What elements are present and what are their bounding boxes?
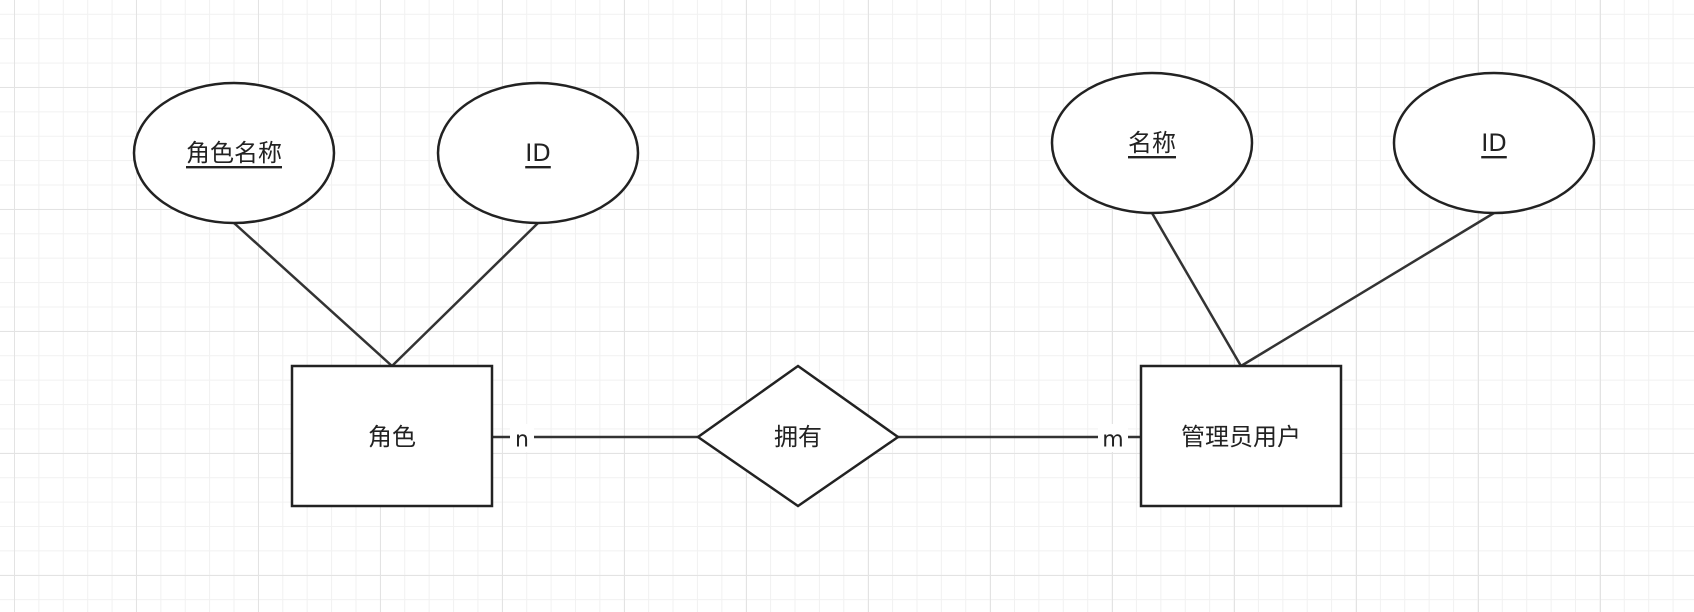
entity-role-label: 角色 — [368, 423, 416, 451]
attribute-admin-id-label: ID — [1481, 129, 1507, 157]
attribute-admin-name-label: 名称 — [1128, 129, 1176, 157]
edge-role-name-to-role — [233, 222, 393, 367]
relationship-owns-label: 拥有 — [774, 423, 822, 451]
entity-admin[interactable]: 管理员用户 — [1139, 364, 1343, 508]
attribute-role-name-label: 角色名称 — [186, 139, 282, 167]
attribute-role-name[interactable]: 角色名称 — [132, 81, 336, 225]
cardinality-n-label: n — [515, 428, 529, 453]
edge-role-id-to-role — [391, 222, 539, 367]
cardinality-admin-side: m — [1098, 424, 1128, 453]
edge-admin-name-to-admin — [1150, 212, 1243, 367]
attribute-admin-name[interactable]: 名称 — [1050, 71, 1254, 215]
relationship-owns[interactable]: 拥有 — [695, 364, 901, 508]
edge-admin-id-to-admin — [1240, 211, 1495, 368]
attribute-role-id[interactable]: ID — [436, 81, 640, 225]
cardinality-m-label: m — [1102, 428, 1123, 453]
entity-role[interactable]: 角色 — [290, 364, 494, 508]
attribute-admin-id[interactable]: ID — [1392, 71, 1596, 215]
entity-admin-label: 管理员用户 — [1181, 423, 1301, 451]
attribute-role-id-label: ID — [525, 139, 551, 167]
cardinality-role-side: n — [510, 424, 534, 453]
